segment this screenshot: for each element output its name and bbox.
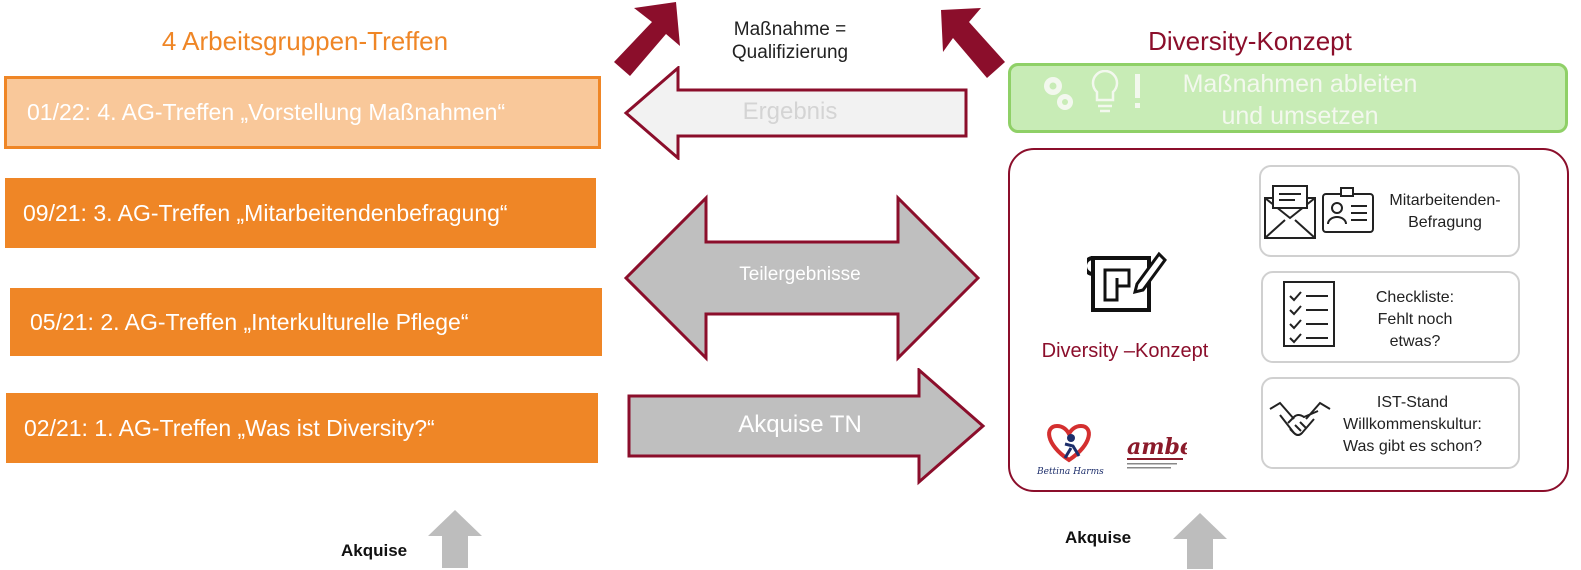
partial-results-double-arrow xyxy=(623,194,981,362)
survey-line1: Mitarbeitenden- xyxy=(1389,192,1501,209)
meeting-4-label: 01/22: 4. AG-Treffen „Vorstellung Maßnah… xyxy=(27,99,506,125)
status-line1: IST-Stand xyxy=(1376,394,1449,411)
bettina-harms-logo: Bettina Harms xyxy=(1036,423,1104,477)
measure-note: Maßnahme = Qualifizierung xyxy=(705,18,875,64)
checklist-line3: etwas? xyxy=(1389,333,1441,350)
blueprint-icon xyxy=(1087,251,1167,312)
acquisition-arrow-label: Akquise TN xyxy=(738,411,862,438)
handshake-icon xyxy=(1269,401,1331,436)
status-line2: Willkommenskultur: xyxy=(1343,416,1482,433)
right-title: Diversity-Konzept xyxy=(1148,26,1352,56)
survey-line2: Befragung xyxy=(1408,214,1482,231)
left-akquise-arrow-icon xyxy=(428,510,482,568)
checklist-card-text: Checkliste: Fehlt noch etwas? xyxy=(1350,287,1480,353)
survey-card xyxy=(1259,165,1520,257)
partial-results-label: Teilergebnisse xyxy=(739,264,861,285)
result-arrow xyxy=(623,66,968,160)
svg-text:ambet: ambet xyxy=(1127,434,1187,460)
result-arrow-label: Ergebnis xyxy=(742,98,838,125)
concept-label: Diversity –Konzept xyxy=(1041,340,1209,362)
checklist-line1: Checkliste: xyxy=(1375,289,1455,306)
envelope-badge-icon xyxy=(1264,185,1374,239)
maroon-arrow-right-icon xyxy=(941,8,1005,78)
status-card xyxy=(1261,377,1520,469)
status-line3: Was gibt es schon? xyxy=(1342,438,1483,455)
meeting-1-box: 02/21: 1. AG-Treffen „Was ist Diversity?… xyxy=(6,393,598,463)
maroon-arrow-left-icon xyxy=(614,2,680,76)
measure-note-line2: Qualifizierung xyxy=(731,42,849,63)
ambet-logo: ambet xyxy=(1127,434,1187,469)
checklist-card xyxy=(1261,271,1520,363)
checklist-icon xyxy=(1283,281,1335,347)
meeting-1-label: 02/21: 1. AG-Treffen „Was ist Diversity?… xyxy=(24,414,435,441)
gears-bulb-icon xyxy=(1044,70,1140,113)
measure-note-line1: Maßnahme = xyxy=(733,19,847,40)
status-card-text: IST-Stand Willkommenskultur: Was gibt es… xyxy=(1330,392,1495,458)
meeting-2-label: 05/21: 2. AG-Treffen „Interkulturelle Pf… xyxy=(30,308,469,335)
left-title: 4 Arbeitsgruppen-Treffen xyxy=(161,26,449,56)
measures-text: Maßnahmen ableiten und umsetzen xyxy=(1150,68,1450,132)
meeting-3-box: 09/21: 3. AG-Treffen „Mitarbeitendenbefr… xyxy=(5,178,596,248)
left-akquise-label: Akquise xyxy=(341,541,408,560)
meeting-2-box: 05/21: 2. AG-Treffen „Interkulturelle Pf… xyxy=(10,288,602,356)
measures-line2: und umsetzen xyxy=(1221,102,1379,130)
right-akquise-label: Akquise xyxy=(1065,528,1132,547)
meeting-4-box: 01/22: 4. AG-Treffen „Vorstellung Maßnah… xyxy=(4,76,601,149)
measures-box xyxy=(1008,63,1568,133)
measures-line1: Maßnahmen ableiten xyxy=(1182,70,1418,98)
acquisition-arrow xyxy=(627,368,986,486)
svg-text:Bettina Harms: Bettina Harms xyxy=(1036,467,1104,477)
right-akquise-arrow-icon xyxy=(1173,513,1227,569)
meeting-3-label: 09/21: 3. AG-Treffen „Mitarbeitendenbefr… xyxy=(23,199,508,226)
survey-card-text: Mitarbeitenden- Befragung xyxy=(1375,190,1515,234)
checklist-line2: Fehlt noch xyxy=(1377,311,1453,328)
